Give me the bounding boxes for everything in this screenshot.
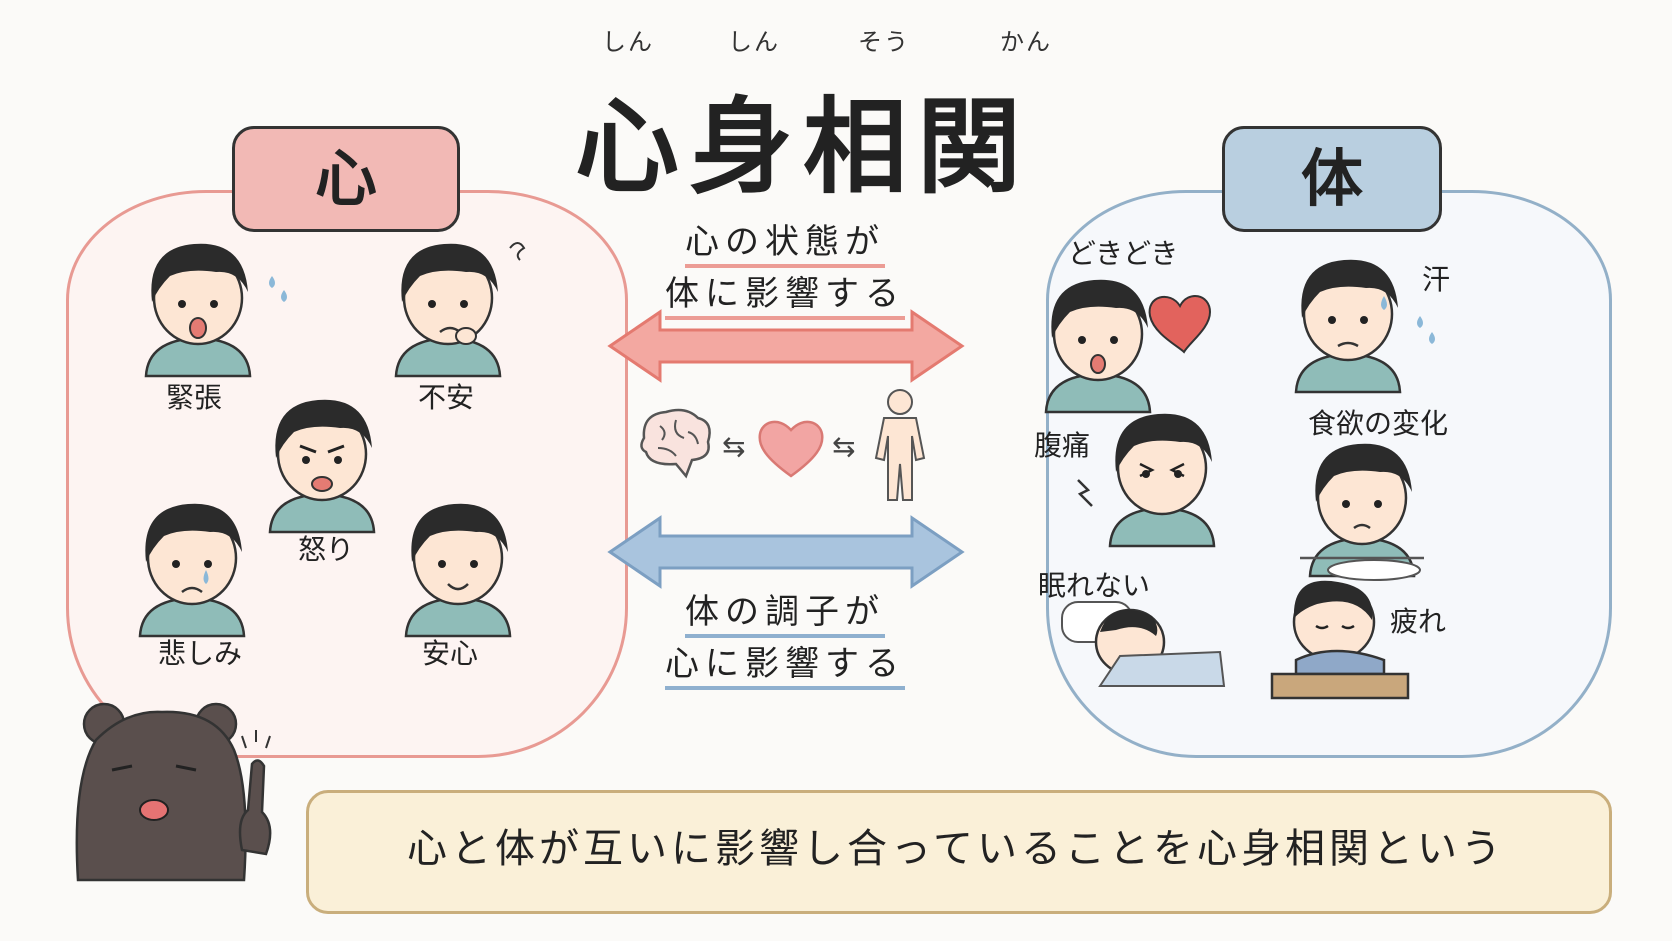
boy-appetite-illustration	[1300, 442, 1424, 581]
body-heading: 体	[1222, 126, 1442, 232]
caption-text: 心と体が互いに影響し合っていることを心身相関という	[407, 826, 1505, 872]
brain-icon	[640, 408, 711, 479]
arrow-top-text-line2: 体に影響する	[620, 266, 950, 320]
arrow-bottom-text-line1: 体の調子が	[620, 584, 950, 638]
boy-heartbeat-illustration	[1044, 278, 1212, 414]
boy-angry-illustration	[268, 398, 376, 534]
heart-icon	[758, 420, 824, 478]
emotion-label-angry: 怒り	[298, 533, 355, 566]
mind-to-body-arrow-icon	[607, 309, 965, 383]
boy-sad-illustration	[138, 502, 246, 638]
boy-nervous-illustration	[144, 242, 287, 378]
furigana-kan: かん	[1000, 28, 1052, 56]
boy-stomachache-illustration	[1077, 412, 1216, 548]
arrow-bottom-text-line2: 心に影響する	[620, 636, 950, 690]
emotion-label-sad: 悲しみ	[158, 637, 243, 670]
symptom-label-fatigue: 疲れ	[1390, 605, 1447, 638]
body-to-mind-arrow-icon	[607, 515, 965, 589]
boy-anxious-illustration	[394, 242, 526, 378]
symptom-label-stomachache: 腹痛	[1034, 429, 1091, 462]
emotion-label-relieved: 安心	[422, 637, 479, 670]
human-body-icon	[874, 389, 926, 501]
symptom-label-appetite-change: 食欲の変化	[1308, 407, 1449, 440]
boy-insomnia-illustration	[1061, 601, 1226, 687]
exchange-arrow-icon-1: ⇆	[722, 430, 746, 463]
furigana-sou: そう	[858, 28, 910, 56]
boy-fatigue-illustration	[1270, 580, 1410, 700]
symptom-label-sweat: 汗	[1422, 263, 1451, 296]
mind-heading: 心	[232, 126, 460, 232]
bear-character	[75, 702, 272, 882]
arrow-top-text-line1: 心の状態が	[620, 214, 950, 268]
page-title: 心身相関	[575, 86, 1032, 208]
symptom-label-heartbeat: どきどき	[1068, 237, 1179, 270]
caption-box	[306, 790, 1612, 914]
furigana-shin-2: しん	[728, 28, 780, 56]
furigana-shin-1: しん	[602, 28, 654, 56]
symptom-label-insomnia: 眠れない	[1038, 569, 1151, 602]
emotion-label-nervous: 緊張	[166, 381, 223, 414]
boy-sweating-illustration	[1294, 258, 1435, 394]
emotion-label-anxious: 不安	[418, 381, 475, 414]
exchange-arrow-icon-2: ⇆	[832, 430, 856, 463]
boy-relieved-illustration	[404, 502, 512, 638]
